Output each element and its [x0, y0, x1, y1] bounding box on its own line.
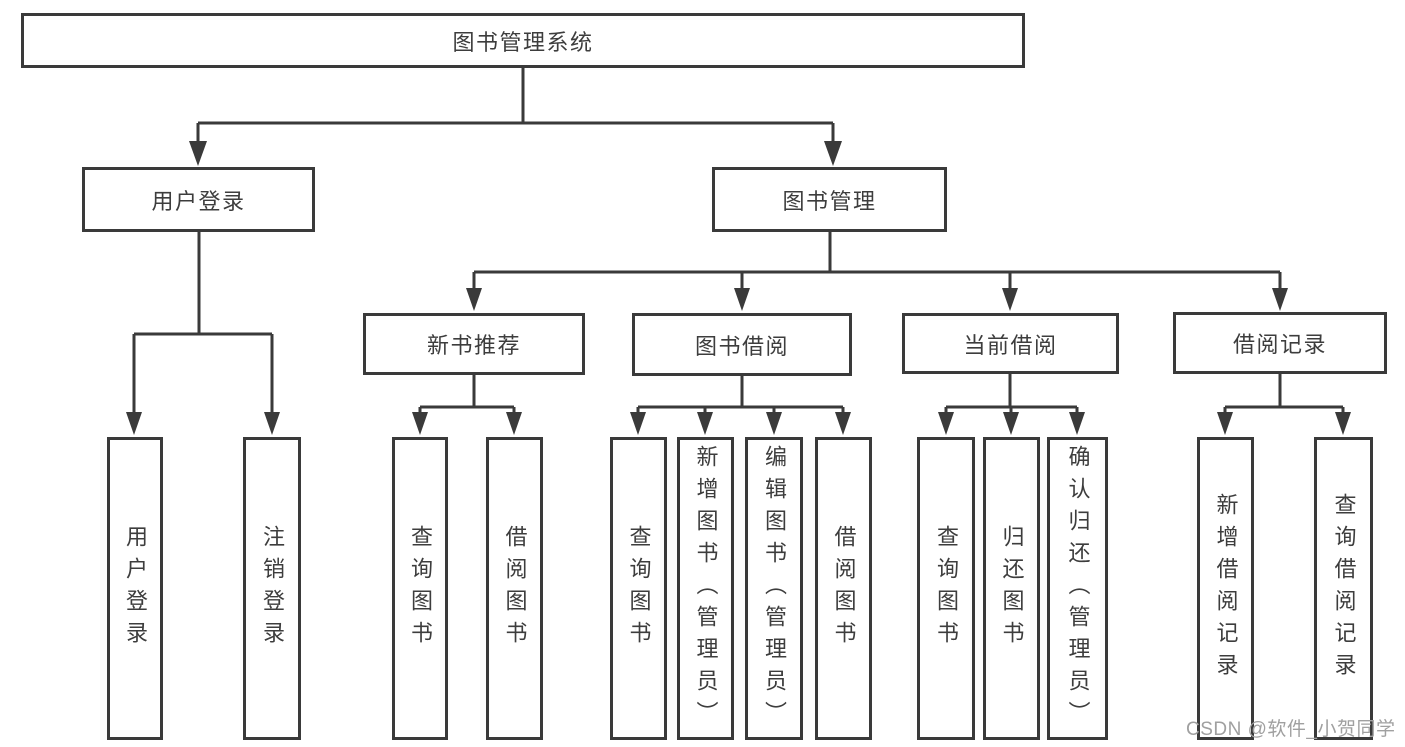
node-label: 图书管理系统 — [452, 29, 594, 55]
node-label: 用户登录 — [151, 188, 246, 214]
node-label: 查询图书 — [626, 524, 652, 653]
leaf-edit-book-admin: 编辑图书（管理员） — [745, 437, 803, 740]
node-label: 新增图书（管理员） — [693, 444, 719, 733]
leaf-user-login: 用户登录 — [107, 437, 163, 740]
node-label: 借阅记录 — [1232, 332, 1327, 357]
node-borrowing-records: 借阅记录 — [1173, 312, 1387, 374]
leaf-query-books-recommend: 查询图书 — [392, 437, 448, 740]
leaf-return-book: 归还图书 — [983, 437, 1040, 740]
leaf-borrow-books-recommend: 借阅图书 — [486, 437, 543, 740]
node-label: 注销登录 — [260, 524, 285, 653]
node-user-login: 用户登录 — [82, 167, 315, 232]
node-label: 新书推荐 — [426, 333, 521, 358]
node-label: 用户登录 — [123, 524, 148, 653]
node-label: 借阅图书 — [502, 524, 528, 653]
node-label: 图书借阅 — [694, 333, 789, 359]
node-book-management: 图书管理 — [712, 167, 947, 232]
node-label: 借阅图书 — [831, 524, 857, 653]
node-label: 图书管理 — [782, 188, 877, 214]
leaf-borrow-books-borrowing: 借阅图书 — [815, 437, 872, 740]
leaf-add-book-admin: 新增图书（管理员） — [677, 437, 734, 740]
node-label: 查询借阅记录 — [1331, 492, 1357, 685]
leaf-query-books-borrowing: 查询图书 — [610, 437, 667, 740]
node-label: 确认归还（管理员） — [1065, 444, 1091, 733]
leaf-logout: 注销登录 — [243, 437, 301, 740]
node-label: 查询图书 — [408, 524, 433, 653]
node-label: 归还图书 — [999, 524, 1025, 653]
node-new-book-recommend: 新书推荐 — [363, 313, 585, 375]
node-book-borrowing: 图书借阅 — [632, 313, 852, 376]
node-label: 新增借阅记录 — [1213, 492, 1239, 685]
leaf-query-books-current: 查询图书 — [917, 437, 975, 740]
leaf-add-borrow-record: 新增借阅记录 — [1197, 437, 1254, 740]
leaf-confirm-return-admin: 确认归还（管理员） — [1047, 437, 1108, 740]
node-label: 编辑图书（管理员） — [762, 444, 787, 733]
node-label: 查询图书 — [934, 524, 959, 653]
node-root-system: 图书管理系统 — [21, 13, 1025, 68]
csdn-watermark: CSDN @软件_小贺同学 — [1186, 719, 1396, 740]
node-label: 当前借阅 — [963, 332, 1058, 358]
leaf-query-borrow-record: 查询借阅记录 — [1314, 437, 1373, 740]
node-current-borrowing: 当前借阅 — [902, 313, 1119, 374]
